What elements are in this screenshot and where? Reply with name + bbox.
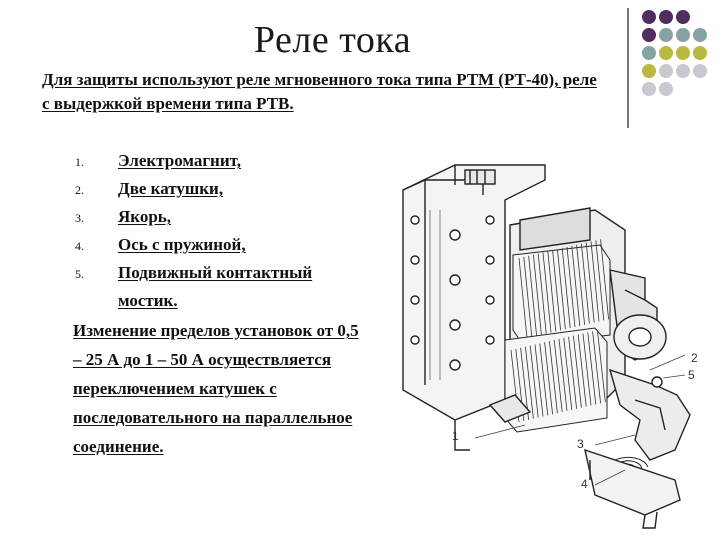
decor-dot	[642, 10, 656, 24]
decor-dot	[659, 10, 673, 24]
callout-4: 4	[581, 477, 588, 491]
decor-dot	[642, 46, 656, 60]
paragraph-text: Изменение пределов установок от 0,5 – 25…	[73, 321, 359, 456]
callout-2: 2	[691, 351, 698, 365]
callout-5: 5	[688, 368, 695, 382]
decor-dot	[676, 10, 690, 24]
decor-dot	[642, 28, 656, 42]
decorative-dots	[642, 10, 707, 96]
decor-dot	[676, 28, 690, 42]
decor-dot	[659, 82, 673, 96]
decor-line	[627, 8, 629, 128]
decor-dot	[676, 64, 690, 78]
decor-dot	[693, 64, 707, 78]
list-item: 2.Две катушки,	[75, 179, 224, 198]
decor-dot	[642, 82, 656, 96]
decor-dot	[642, 64, 656, 78]
decor-dot	[676, 46, 690, 60]
list-item: 5.Подвижный контактный мостик.	[75, 263, 313, 310]
slide-title: Реле тока	[253, 19, 412, 61]
callout-1: 1	[452, 429, 459, 443]
decor-dot	[659, 46, 673, 60]
decor-dot	[659, 28, 673, 42]
list-item: 4.Ось с пружиной,	[75, 235, 246, 254]
components-list: 1.Электромагнит, 2.Две катушки, 3.Якорь,…	[75, 147, 375, 315]
list-item: 1.Электромагнит,	[75, 151, 241, 170]
decor-dot	[659, 64, 673, 78]
decor-dot	[693, 28, 707, 42]
relay-diagram: 1 2 3 4 5	[402, 164, 698, 529]
decor-dot	[693, 46, 707, 60]
callout-3: 3	[577, 437, 584, 451]
list-item: 3.Якорь,	[75, 207, 172, 226]
intro-text: Для защиты используют реле мгновенного т…	[42, 70, 597, 113]
